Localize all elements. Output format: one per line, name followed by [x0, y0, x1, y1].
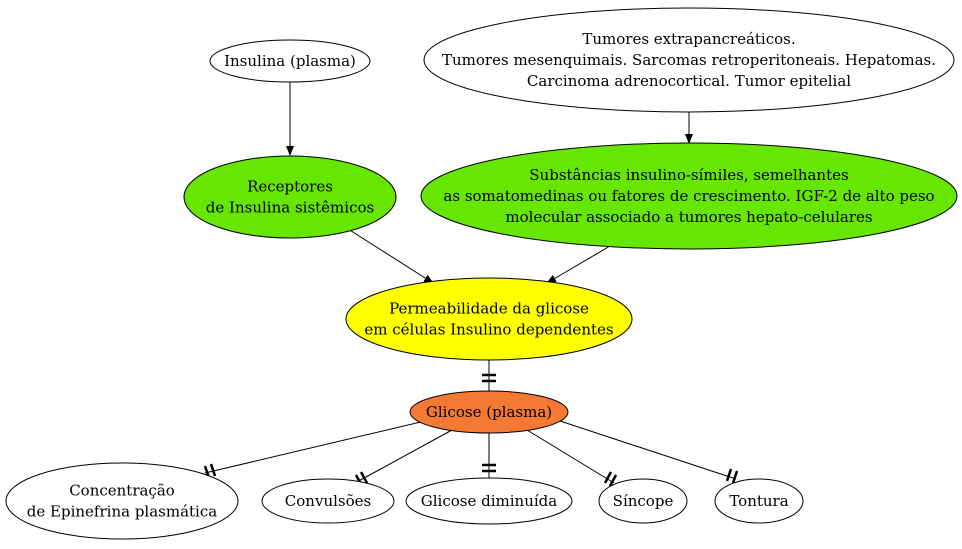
- node-tumores: Tumores extrapancreáticos. Tumores mesenq…: [423, 7, 955, 113]
- node-convulsoes: Convulsões: [261, 478, 395, 524]
- node-label-line: Tumores extrapancreáticos.: [582, 30, 795, 48]
- node-insulina: Insulina (plasma): [209, 39, 371, 83]
- node-tontura-text: Tontura: [729, 492, 788, 510]
- edge-glicose-sincope: [526, 429, 615, 484]
- node-tumores-text: Tumores extrapancreáticos. Tumores mesenq…: [442, 30, 936, 90]
- node-tontura: Tontura: [714, 478, 804, 524]
- node-convulsoes-shape: [261, 478, 395, 524]
- tee-permeabilidade-glicose: [482, 373, 496, 383]
- node-receptores-text: Receptores de Insulina sistêmicos: [206, 178, 374, 217]
- node-glicose-shape: [409, 390, 569, 434]
- edge-glicose-convulsoes: [354, 429, 453, 484]
- node-glicose-diminuida-shape: [405, 477, 573, 525]
- node-label-line: Convulsões: [285, 492, 371, 510]
- node-label-line: Receptores: [247, 178, 333, 196]
- node-substancias: Substâncias insulino-símiles, semelhante…: [420, 142, 958, 250]
- node-epinefrina-text: Concentração de Epinefrina plasmática: [27, 482, 217, 521]
- node-glicose-diminuida: Glicose diminuída: [405, 477, 573, 525]
- edges: [204, 82, 737, 484]
- node-receptores: Receptores de Insulina sistêmicos: [183, 155, 397, 239]
- node-label-line: em células Insulino dependentes: [364, 321, 613, 339]
- node-permeabilidade-text: Permeabilidade da glicose em células Insu…: [364, 300, 613, 339]
- node-sincope-shape: [598, 478, 688, 524]
- node-label-line: as somatomedinas ou fatores de crescimen…: [443, 187, 934, 205]
- node-epinefrina-shape: [5, 462, 239, 540]
- node-epinefrina: Concentração de Epinefrina plasmática: [5, 462, 239, 540]
- edge-glicose-epinefrina: [204, 420, 426, 474]
- node-tumores-shape: [423, 7, 955, 113]
- node-label-line: Glicose diminuída: [421, 492, 557, 510]
- node-label-line: Tumores mesenquimais. Sarcomas retroperi…: [442, 51, 936, 69]
- node-label-line: Permeabilidade da glicose: [389, 300, 589, 318]
- tee-sincope: [603, 471, 618, 487]
- node-label-line: Carcinoma adrenocortical. Tumor epitelia…: [527, 72, 851, 90]
- node-label-line: Tontura: [729, 492, 788, 510]
- node-label-line: de Epinefrina plasmática: [27, 503, 217, 521]
- tee-tontura: [725, 468, 739, 484]
- tee-glicose-diminuida: [482, 463, 496, 473]
- node-sincope-text: Síncope: [613, 492, 674, 510]
- edge-receptores-permeabilidade: [344, 226, 434, 284]
- node-insulina-shape: [209, 39, 371, 83]
- node-glicose-diminuida-text: Glicose diminuída: [421, 492, 557, 510]
- edge-glicose-tontura: [556, 419, 737, 480]
- node-label-line: Substâncias insulino-símiles, semelhante…: [529, 166, 848, 184]
- node-substancias-shape: [420, 142, 958, 250]
- node-substancias-text: Substâncias insulino-símiles, semelhante…: [443, 166, 934, 226]
- node-label-line: molecular associado a tumores hepato-cel…: [505, 208, 872, 226]
- node-insulina-text: Insulina (plasma): [224, 52, 356, 70]
- node-permeabilidade-shape: [345, 277, 633, 361]
- node-label-line: Concentração: [69, 482, 175, 500]
- node-glicose-text: Glicose (plasma): [426, 403, 552, 421]
- node-label-line: Insulina (plasma): [224, 52, 356, 70]
- edge-substancias-permeabilidade: [546, 245, 611, 284]
- node-glicose: Glicose (plasma): [409, 390, 569, 434]
- node-label-line: de Insulina sistêmicos: [206, 199, 374, 217]
- node-label-line: Síncope: [613, 492, 674, 510]
- node-permeabilidade: Permeabilidade da glicose em células Insu…: [345, 277, 633, 361]
- node-tontura-shape: [714, 478, 804, 524]
- node-label-line: Glicose (plasma): [426, 403, 552, 421]
- node-convulsoes-text: Convulsões: [285, 492, 371, 510]
- tee-marks: [203, 373, 739, 487]
- node-receptores-shape: [183, 155, 397, 239]
- node-sincope: Síncope: [598, 478, 688, 524]
